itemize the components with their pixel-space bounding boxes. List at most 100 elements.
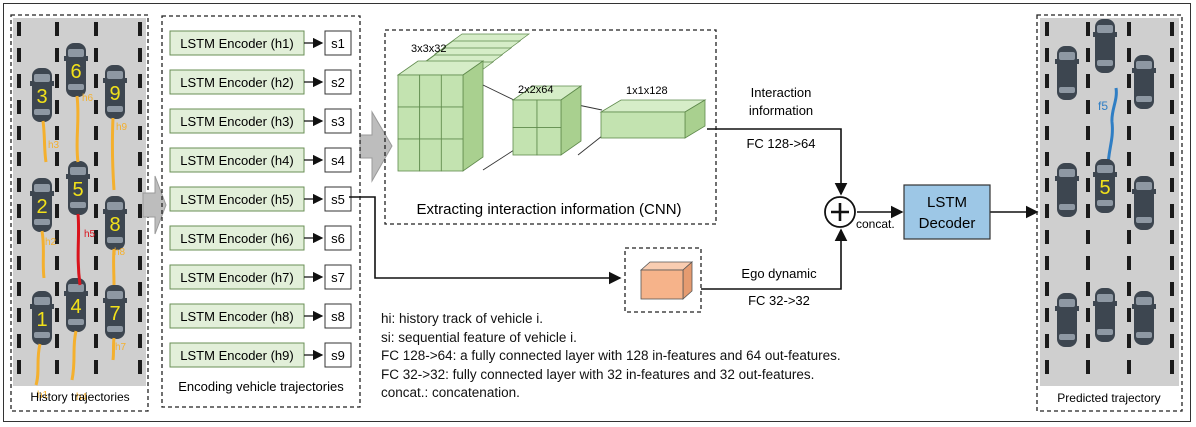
lane-mark — [138, 360, 142, 374]
cnn-layer2-label: 2x2x64 — [518, 84, 553, 96]
lane-mark — [1170, 230, 1174, 244]
lstm-encoder — [169, 108, 305, 134]
plus-icon — [831, 203, 849, 221]
lane-mark — [55, 126, 59, 140]
lane-mark — [17, 48, 21, 62]
lane-mark — [55, 100, 59, 114]
lane-mark — [17, 100, 21, 114]
lane-mark — [55, 308, 59, 322]
cnn-layer2 — [511, 85, 583, 156]
encoder-label: LSTM Encoder (h2) — [180, 75, 293, 90]
lane-mark — [17, 22, 21, 36]
encoder-label: LSTM Encoder (h4) — [180, 153, 293, 168]
lane-mark — [138, 204, 142, 218]
track-label: h2 — [45, 237, 57, 248]
lstm-encoder — [169, 303, 305, 329]
lane-mark — [55, 152, 59, 166]
car-icon — [1132, 176, 1156, 230]
seq-feature-box — [324, 264, 352, 290]
lane-mark — [1086, 48, 1090, 62]
track-label: h4 — [76, 392, 88, 403]
lane-mark — [17, 74, 21, 88]
lstm-encoder — [169, 225, 305, 251]
seq-feature-box — [324, 30, 352, 56]
encoder-label: LSTM Encoder (h6) — [180, 231, 293, 246]
lane-mark — [94, 178, 98, 192]
lane-mark — [94, 126, 98, 140]
lane-mark — [55, 334, 59, 348]
seq-feature-label: s5 — [331, 192, 345, 207]
cnn-caption: Extracting interaction information (CNN) — [416, 201, 681, 218]
lane-mark — [1127, 308, 1131, 322]
history-track-h4 — [70, 330, 78, 381]
lane-mark — [1086, 282, 1090, 296]
vehicle-number: 2 — [36, 196, 47, 218]
fc-32-32-label: FC 32->32 — [748, 293, 810, 308]
car-icon — [1093, 19, 1117, 73]
lstm-encoder — [169, 147, 305, 173]
fc-128-64-label: FC 128->64 — [746, 136, 815, 151]
lane-mark — [1127, 178, 1131, 192]
ego-feature-block — [640, 269, 684, 300]
vehicle-number: 5 — [1099, 177, 1110, 199]
cnn-layer3-label: 1x1x128 — [626, 85, 668, 97]
cnn-panel: S1S2S3S4S5S6S7S8S9 3x3x32 2x2x64 1x1x128… — [384, 29, 717, 225]
lane-mark — [1127, 334, 1131, 348]
lane-mark — [1127, 360, 1131, 374]
lane-mark — [1086, 204, 1090, 218]
prediction-panel: f55 Predicted trajectory — [1036, 14, 1183, 412]
encoder-caption: Encoding vehicle trajectories — [178, 379, 344, 394]
track-label: h5 — [84, 229, 96, 240]
lane-mark — [1086, 178, 1090, 192]
lane-mark — [1127, 126, 1131, 140]
lane-mark — [1127, 230, 1131, 244]
lane-mark — [1170, 22, 1174, 36]
history-track-h6 — [75, 95, 80, 163]
lstm-decoder — [903, 184, 991, 240]
lane-mark — [1086, 256, 1090, 270]
lane-mark — [55, 230, 59, 244]
concat-label: concat. — [856, 217, 895, 231]
lane-mark — [138, 178, 142, 192]
lane-mark — [17, 282, 21, 296]
lane-mark — [1086, 74, 1090, 88]
legend-line: hi: history track of vehicle i. — [381, 311, 544, 326]
track-label: h6 — [82, 93, 94, 104]
lane-mark — [1170, 308, 1174, 322]
lane-mark — [138, 230, 142, 244]
history-track-h5 — [76, 213, 82, 286]
lane-mark — [1086, 152, 1090, 166]
encoder-label: LSTM Encoder (h9) — [180, 348, 293, 363]
lane-mark — [138, 308, 142, 322]
lane-mark — [17, 230, 21, 244]
lane-mark — [138, 126, 142, 140]
lane-mark — [1170, 100, 1174, 114]
encoder-label: LSTM Encoder (h1) — [180, 36, 293, 51]
lane-mark — [1170, 360, 1174, 374]
lane-mark — [94, 100, 98, 114]
lane-mark — [1045, 360, 1049, 374]
lane-mark — [138, 100, 142, 114]
lane-mark — [1127, 204, 1131, 218]
encoder-label: LSTM Encoder (h3) — [180, 114, 293, 129]
cnn-layer1-label: 3x3x32 — [411, 43, 446, 55]
lane-mark — [1045, 152, 1049, 166]
lane-mark — [138, 48, 142, 62]
seq-feature-box — [324, 69, 352, 95]
lane-mark — [1170, 178, 1174, 192]
lane-mark — [1127, 48, 1131, 62]
lane-mark — [138, 22, 142, 36]
history-track-h9 — [110, 117, 116, 191]
interaction-label-1: Interaction — [751, 85, 812, 100]
legend-line: concat.: concatenation. — [381, 385, 520, 401]
lane-mark — [1086, 230, 1090, 244]
lane-mark — [1170, 48, 1174, 62]
prediction-caption: Predicted trajectory — [1057, 391, 1160, 405]
vehicle-number: 1 — [36, 309, 47, 331]
ego-arrow — [701, 228, 848, 290]
figure-frame — [3, 3, 1191, 422]
lane-mark — [94, 152, 98, 166]
vehicle-number: 6 — [70, 61, 81, 83]
lane-mark — [94, 22, 98, 36]
